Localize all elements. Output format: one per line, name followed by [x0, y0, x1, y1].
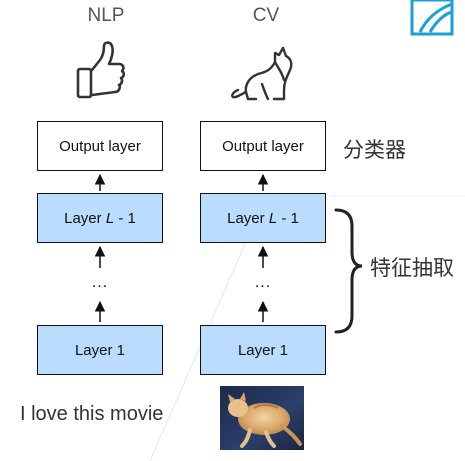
cv-column-title: CV	[252, 5, 280, 26]
cv-layer-1: Layer 1	[200, 325, 326, 375]
logo-icon	[410, 0, 454, 36]
nlp-layer-1: Layer 1	[37, 325, 163, 375]
cv-layer-1-label: Layer 1	[237, 341, 289, 359]
nlp-ellipsis: ...	[91, 274, 109, 291]
thumbs-up-icon	[76, 41, 126, 99]
nlp-input-sentence: I love this movie	[20, 403, 164, 425]
feature-extraction-label: 特征抽取	[370, 257, 454, 280]
nlp-column-title: NLP	[87, 5, 125, 26]
cat-icon	[231, 46, 293, 101]
nlp-layer-l-label: Layer L - 1	[64, 209, 136, 227]
cv-input-cat-photo	[220, 386, 304, 450]
classifier-label: 分类器	[343, 139, 406, 162]
cv-ellipsis: ...	[254, 274, 272, 291]
cv-layer-l-label: Layer L - 1	[227, 209, 299, 227]
nlp-output-layer-label: Output layer	[59, 137, 141, 155]
feature-brace	[334, 208, 363, 334]
nlp-layer-1-label: Layer 1	[74, 341, 126, 359]
nlp-layer-l-minus-1: Layer L - 1	[37, 193, 163, 243]
nlp-output-layer: Output layer	[37, 121, 163, 171]
cv-output-layer-label: Output layer	[222, 137, 304, 155]
cv-layer-l-minus-1: Layer L - 1	[200, 193, 326, 243]
cv-output-layer: Output layer	[200, 121, 326, 171]
